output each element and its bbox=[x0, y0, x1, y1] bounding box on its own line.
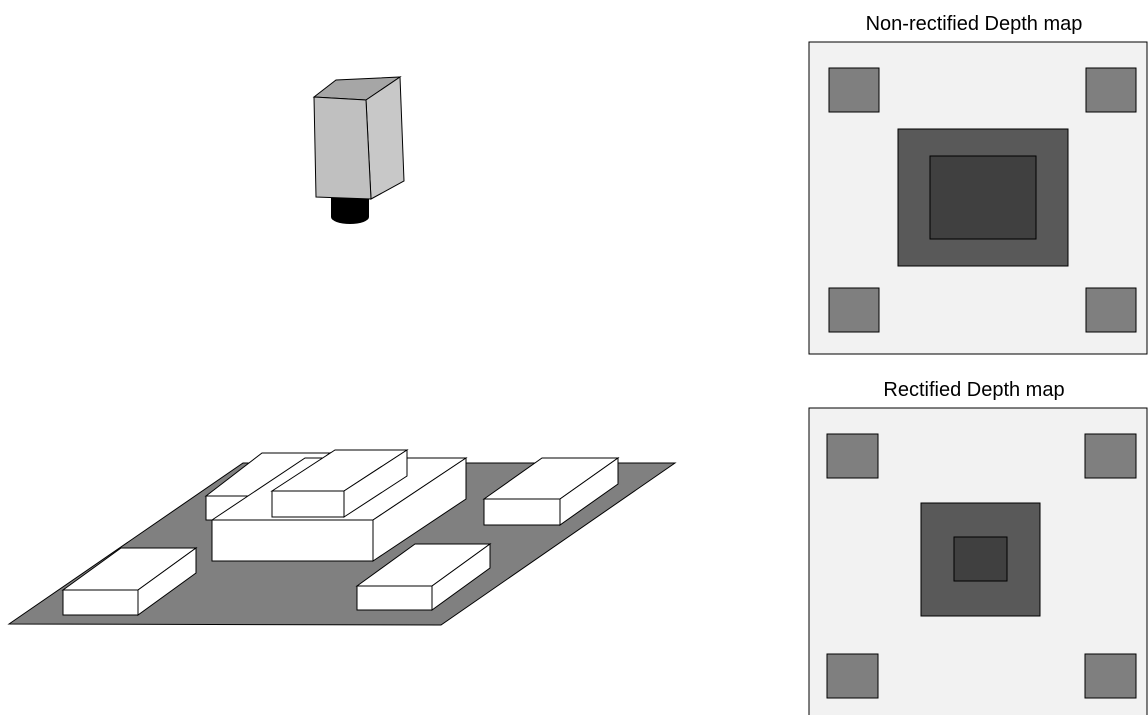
non-rectified-depth-map bbox=[808, 41, 1148, 355]
component-block bbox=[270, 449, 409, 518]
camera-icon bbox=[312, 76, 405, 224]
corner-block bbox=[828, 67, 880, 113]
corner-block bbox=[1084, 433, 1137, 479]
rectified-title: Rectified Depth map bbox=[883, 379, 1064, 401]
inner-block bbox=[929, 155, 1037, 240]
camera-lens bbox=[331, 197, 369, 224]
corner-block bbox=[1085, 67, 1137, 113]
component-block bbox=[482, 457, 620, 526]
non-rectified-title: Non-rectified Depth map bbox=[866, 13, 1083, 35]
circuit-board-icon bbox=[7, 449, 677, 626]
component-block bbox=[61, 547, 198, 616]
rectified-depth-map bbox=[808, 407, 1148, 715]
corner-block bbox=[1084, 653, 1137, 699]
component-block bbox=[355, 543, 492, 611]
corner-block bbox=[1085, 287, 1137, 333]
inner-block bbox=[953, 536, 1008, 582]
corner-block bbox=[828, 287, 880, 333]
corner-block bbox=[826, 433, 879, 479]
corner-block bbox=[826, 653, 879, 699]
camera-front-face bbox=[313, 96, 372, 200]
